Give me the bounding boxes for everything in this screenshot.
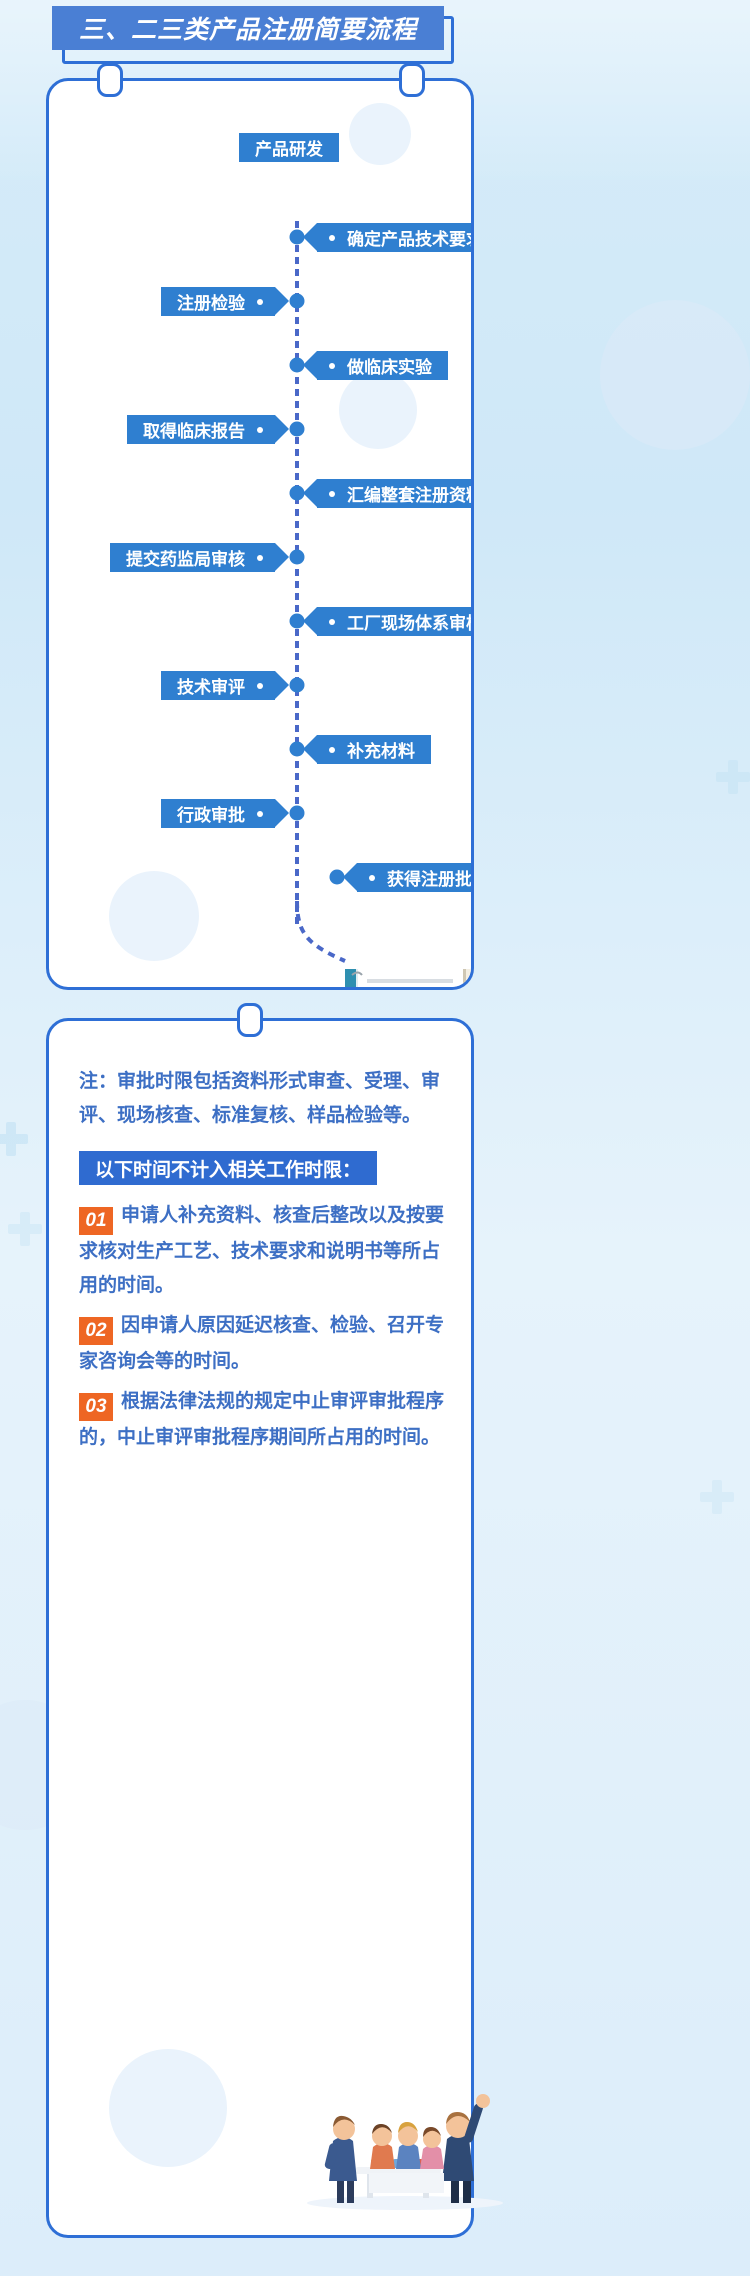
flow-step-bullet	[257, 810, 263, 817]
flow-step-label: 汇编整套注册资料	[347, 486, 471, 505]
flow-node-dot	[289, 293, 305, 309]
note-content: 注：审批时限包括资料形式审查、受理、审评、现场核查、标准复核、样品检验等。 以下…	[79, 1065, 445, 1461]
flow-start-label: 产品研发	[255, 140, 323, 159]
flowchart: 产品研发确定产品技术要求注册检验做临床实验取得临床报告汇编整套注册资料提交药监局…	[49, 81, 471, 987]
flow-step-8[interactable]: 技术审评	[161, 671, 289, 700]
flow-curve	[295, 901, 346, 963]
flow-step-9[interactable]: 补充材料	[303, 735, 431, 764]
panel-clip-left	[97, 63, 123, 97]
flow-step-label: 补充材料	[347, 742, 415, 761]
note-item-number: 02	[79, 1317, 113, 1345]
flow-node-dot	[289, 357, 305, 373]
flow-step-bullet	[257, 298, 263, 305]
flow-step-bullet	[329, 618, 335, 625]
flow-step-11[interactable]: 获得注册批件	[343, 863, 471, 892]
flow-step-label: 行政审批	[177, 806, 245, 825]
plus-deco-right-2	[700, 1480, 734, 1514]
page-title-text: 三、二三类产品注册简要流程	[78, 16, 417, 44]
flow-step-bullet	[329, 234, 335, 241]
flow-step-bullet	[257, 682, 263, 689]
flow-step-bullet	[257, 426, 263, 433]
flow-step-3[interactable]: 做临床实验	[303, 351, 448, 380]
blob-flow-3	[109, 871, 199, 961]
flow-step-7[interactable]: 工厂现场体系审核	[303, 607, 471, 636]
note-item-text: 根据法律法规的规定中止审评审批程序的，中止审评审批程序期间所占用的时间。	[79, 1391, 445, 1448]
flow-step-bullet	[329, 746, 335, 753]
blob-flow-1	[349, 103, 411, 165]
note-intro: 注：审批时限包括资料形式审查、受理、审评、现场核查、标准复核、样品检验等。	[79, 1071, 441, 1126]
flow-step-4[interactable]: 取得临床报告	[127, 415, 289, 444]
note-subtitle: 以下时间不计入相关工作时限：	[79, 1151, 378, 1185]
flow-step-10[interactable]: 行政审批	[161, 799, 289, 828]
flow-node-dot	[289, 805, 305, 821]
plus-deco-left-2	[8, 1212, 42, 1246]
flow-node-dot	[289, 421, 305, 437]
note-item-number: 03	[79, 1393, 113, 1421]
page-title: 三、二三类产品注册简要流程	[52, 6, 444, 50]
flow-step-label: 工厂现场体系审核	[347, 614, 471, 633]
flow-step-label: 确定产品技术要求	[347, 230, 471, 249]
blob-deco-top-right	[600, 300, 750, 450]
flow-step-label: 注册检验	[177, 294, 245, 313]
note-item-number: 01	[79, 1207, 113, 1235]
flow-start-tag[interactable]: 产品研发	[239, 133, 339, 162]
panel-clip-right	[399, 63, 425, 97]
notebook-illustration	[345, 969, 471, 987]
blob-note-1	[109, 2049, 227, 2167]
note-panel: 注：审批时限包括资料形式审查、受理、审评、现场核查、标准复核、样品检验等。 以下…	[46, 1003, 503, 2238]
flow-node-dot	[289, 229, 305, 245]
note-item-text: 申请人补充资料、核查后整改以及按要求核对生产工艺、技术要求和说明书等所占用的时间…	[79, 1205, 445, 1296]
note-item-text: 因申请人原因延迟核查、检验、召开专家咨询会等的时间。	[79, 1315, 445, 1372]
flow-step-label: 技术审评	[177, 678, 245, 697]
flow-step-label: 提交药监局审核	[126, 550, 245, 569]
flow-node-dot	[289, 677, 305, 693]
flow-step-bullet	[257, 554, 263, 561]
flow-step-bullet	[369, 874, 375, 881]
flow-node-dot	[289, 741, 305, 757]
people-illustration	[307, 2094, 503, 2210]
flow-node-dot	[289, 613, 305, 629]
flow-node-dot	[329, 869, 345, 885]
flow-step-label: 获得注册批件	[387, 870, 471, 889]
flow-step-2[interactable]: 注册检验	[161, 287, 289, 316]
flow-step-label: 做临床实验	[347, 358, 432, 377]
flowchart-panel: 产品研发确定产品技术要求注册检验做临床实验取得临床报告汇编整套注册资料提交药监局…	[46, 63, 474, 990]
flow-step-bullet	[329, 490, 335, 497]
flow-step-1[interactable]: 确定产品技术要求	[303, 223, 471, 252]
flow-spine-line	[295, 221, 299, 926]
plus-deco-left-1	[0, 1122, 28, 1156]
flow-step-label: 取得临床报告	[143, 422, 245, 441]
note-panel-clip	[237, 1003, 263, 1037]
flow-node-dot	[289, 485, 305, 501]
page-header: 三、二三类产品注册简要流程	[52, 6, 454, 64]
blob-flow-2	[339, 371, 417, 449]
flow-step-6[interactable]: 提交药监局审核	[110, 543, 289, 572]
flow-node-dot	[289, 549, 305, 565]
plus-deco-right-1	[716, 760, 750, 794]
flow-step-bullet	[329, 362, 335, 369]
flow-step-5[interactable]: 汇编整套注册资料	[303, 479, 471, 508]
